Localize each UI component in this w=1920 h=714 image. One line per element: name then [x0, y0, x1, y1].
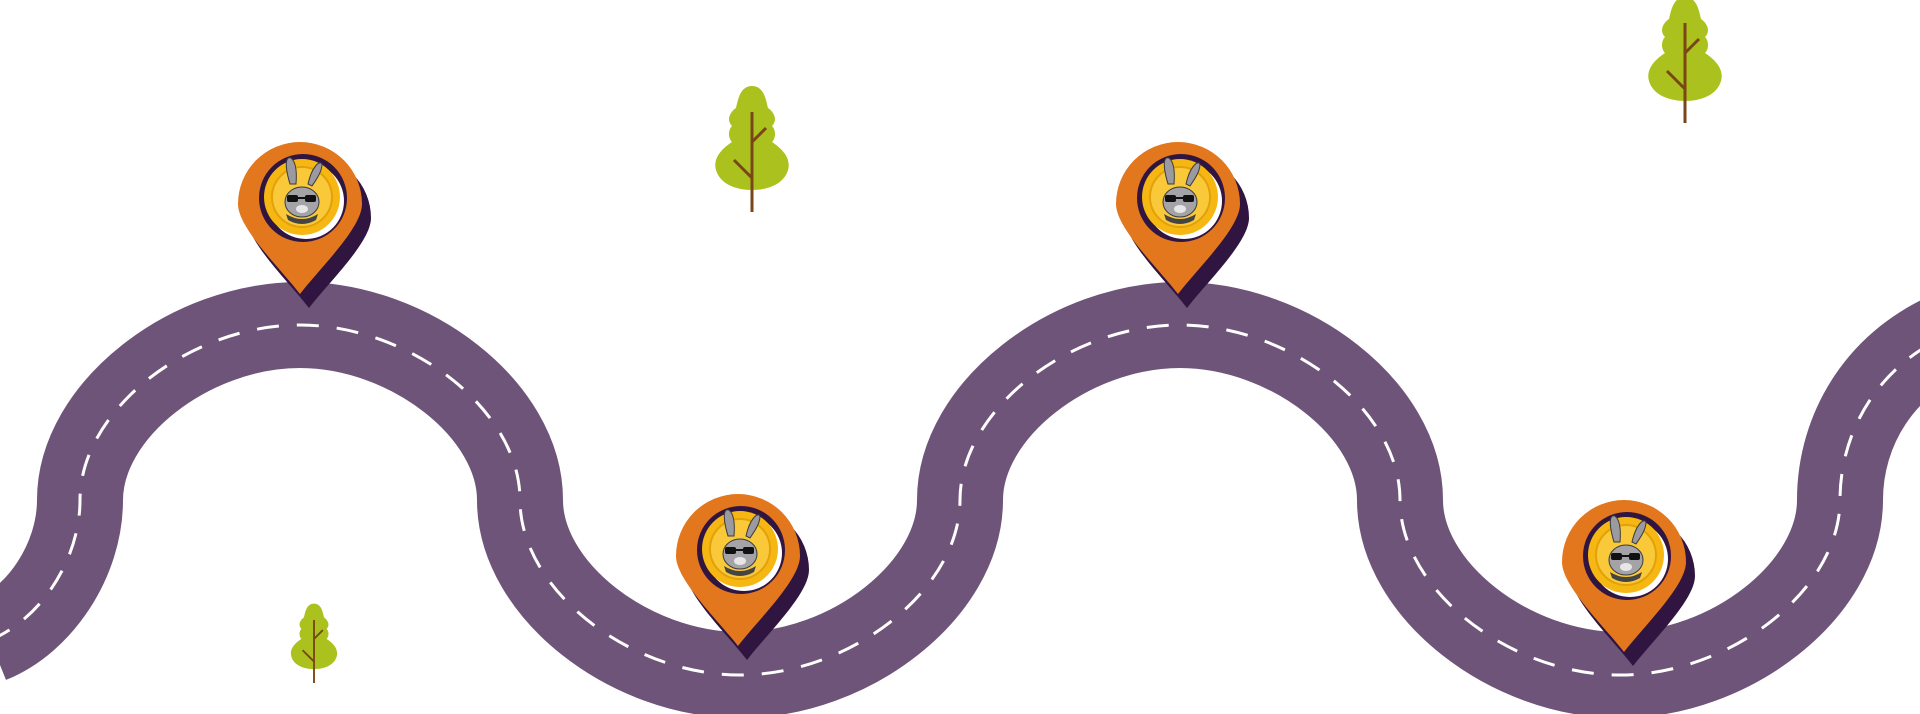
tree-icon	[289, 602, 339, 684]
lane-marking	[0, 323, 1920, 677]
tree-icon	[1646, 0, 1724, 125]
roadmap-marker-1[interactable]	[237, 141, 372, 309]
road	[0, 282, 1920, 714]
rabbit-coin-icon	[1115, 141, 1250, 309]
tree-icon	[713, 84, 791, 214]
rabbit-coin-icon	[237, 141, 372, 309]
roadmap-marker-3[interactable]	[1115, 141, 1250, 309]
